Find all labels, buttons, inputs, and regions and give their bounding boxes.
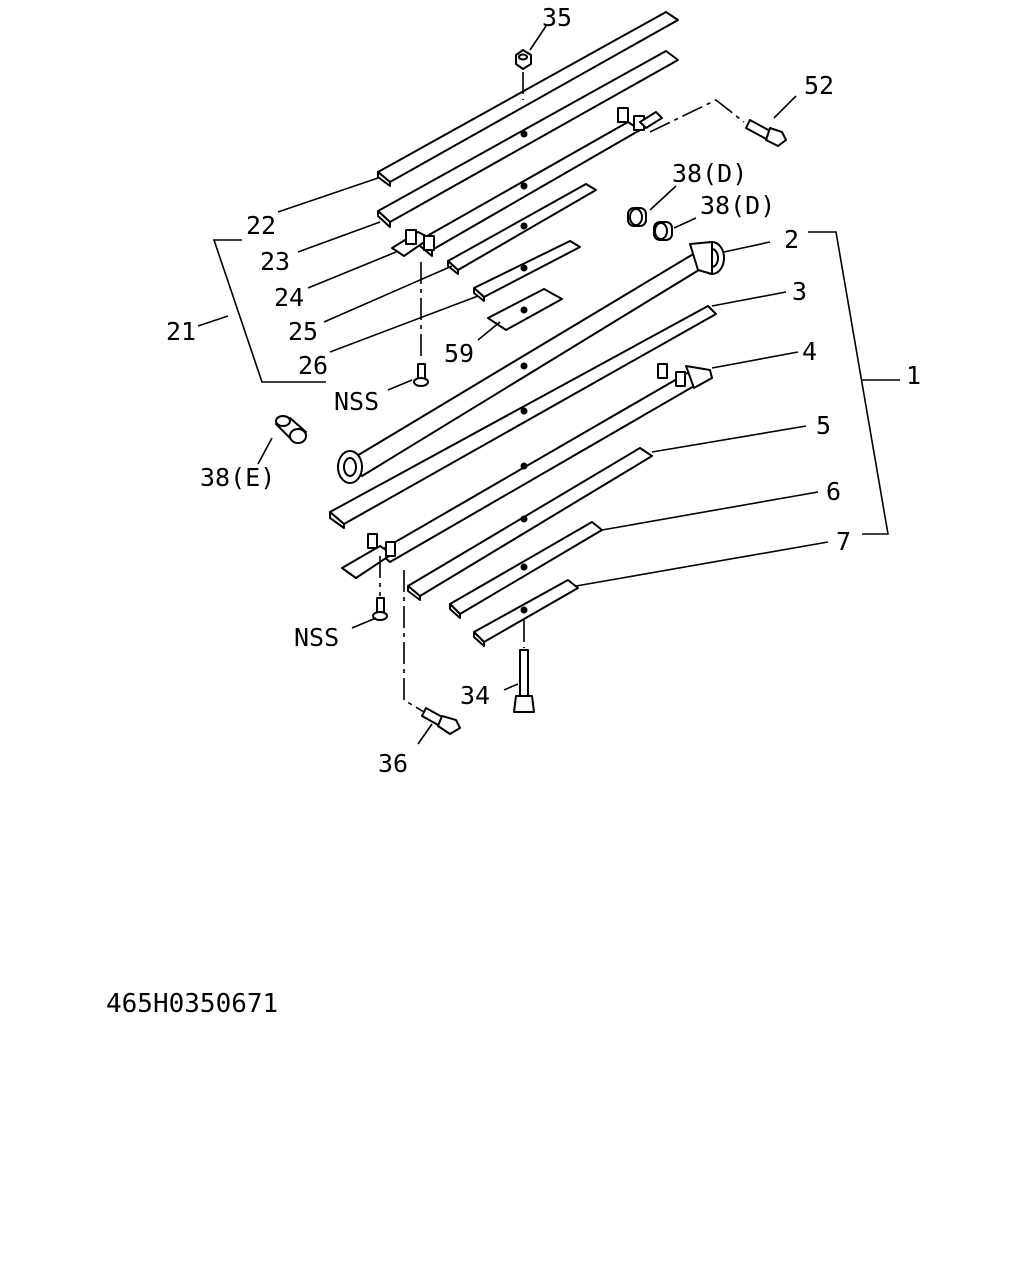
nut-35 xyxy=(515,49,532,70)
label-4: 4 xyxy=(802,337,817,366)
label-1: 1 xyxy=(906,361,921,390)
label-35: 35 xyxy=(542,3,572,32)
leaf-26 xyxy=(473,240,581,302)
label-34: 34 xyxy=(460,681,490,710)
leaf-2 xyxy=(337,241,725,484)
label-25: 25 xyxy=(288,317,318,346)
leaf-22 xyxy=(377,11,679,187)
label-21: 21 xyxy=(166,317,196,346)
label-38e: 38(E) xyxy=(200,463,275,492)
label-38d-b: 38(D) xyxy=(700,191,775,220)
leaf-7 xyxy=(473,579,579,647)
label-2: 2 xyxy=(784,225,799,254)
main-leaf-assembly xyxy=(329,241,725,647)
leader-lines xyxy=(197,25,900,745)
label-26: 26 xyxy=(298,351,328,380)
label-7: 7 xyxy=(836,527,851,556)
bolt-52 xyxy=(745,119,787,147)
bushing-38d-b xyxy=(653,221,673,241)
leaf-24 xyxy=(391,107,663,257)
leaf-25 xyxy=(447,183,597,275)
drawing-number: 465H0350671 xyxy=(106,989,278,1019)
label-3: 3 xyxy=(792,277,807,306)
nss-bolt-upper xyxy=(413,363,429,387)
label-6: 6 xyxy=(826,477,841,506)
center-bolt-34 xyxy=(513,649,535,713)
bolt-36 xyxy=(421,707,461,735)
leaf-5 xyxy=(407,447,653,601)
label-24: 24 xyxy=(274,283,304,312)
label-38d-a: 38(D) xyxy=(672,159,747,188)
label-59: 59 xyxy=(444,339,474,368)
nss-bolt-lower xyxy=(372,597,388,621)
label-36: 36 xyxy=(378,749,408,778)
label-nss-lower: NSS xyxy=(294,623,339,652)
label-52: 52 xyxy=(804,71,834,100)
callout-labels: 35 52 38(D) 38(D) 22 23 24 25 26 21 59 N… xyxy=(166,3,921,778)
upper-leaf-assembly xyxy=(377,11,679,331)
bushing-38e xyxy=(275,415,307,444)
leaf-3 xyxy=(329,305,717,529)
pad-59 xyxy=(487,288,563,331)
leaf-4 xyxy=(341,363,713,579)
bushing-38d-a xyxy=(627,207,647,227)
label-5: 5 xyxy=(816,411,831,440)
label-22: 22 xyxy=(246,211,276,240)
label-23: 23 xyxy=(260,247,290,276)
label-nss-upper: NSS xyxy=(334,387,379,416)
leaf-23 xyxy=(377,50,679,228)
